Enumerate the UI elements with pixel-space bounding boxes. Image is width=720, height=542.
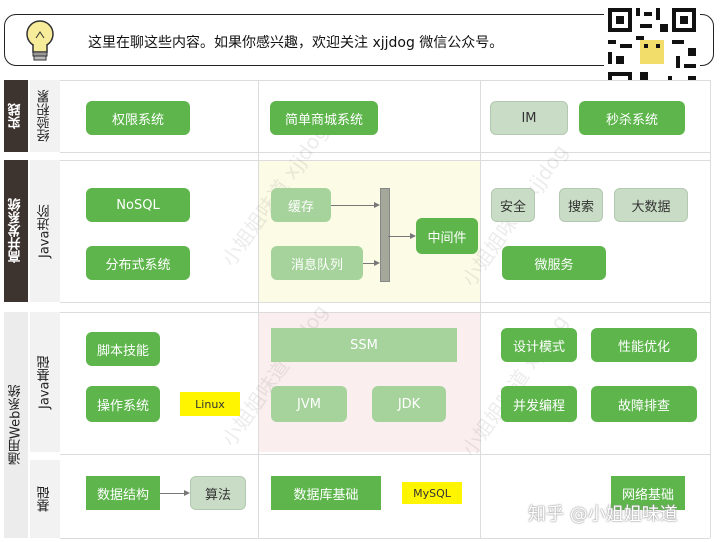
grid-line <box>60 80 710 81</box>
aggregation-bar <box>380 188 390 282</box>
node-big-data[interactable]: 大数据 <box>614 188 688 222</box>
arrow-head <box>184 490 190 496</box>
lightbulb-icon <box>26 20 54 61</box>
arrow-head <box>374 260 380 266</box>
node-database-basics[interactable]: 数据库基础 <box>271 476 381 510</box>
grid-line <box>60 160 710 161</box>
connector-line <box>331 205 374 206</box>
grid-line <box>60 538 710 539</box>
node-concurrent-programming[interactable]: 并发编程 <box>501 386 577 422</box>
grid-line <box>60 454 710 455</box>
node-search[interactable]: 搜索 <box>559 188 603 222</box>
arrow-head <box>410 233 416 239</box>
header-banner <box>4 14 714 66</box>
grid-column-line <box>480 80 481 538</box>
footer-credit: 知乎 @小姐姐味道 <box>528 504 678 525</box>
connector-line <box>363 263 374 264</box>
row-web-label: 通用Web系统 <box>4 312 28 538</box>
node-auth-system[interactable]: 权限系统 <box>86 101 190 135</box>
node-middleware[interactable]: 中间件 <box>416 218 478 254</box>
node-message-queue[interactable]: 消息队列 <box>271 246 363 280</box>
row-practice-label: 实践 <box>4 80 28 152</box>
connector-line <box>388 236 410 237</box>
node-simple-mall[interactable]: 简单商城系统 <box>270 101 378 135</box>
row-practice-sub: 经验积累 <box>30 80 60 152</box>
node-security[interactable]: 安全 <box>491 188 535 222</box>
node-jdk[interactable]: JDK <box>372 386 446 422</box>
node-mysql[interactable]: MySQL <box>402 482 462 504</box>
node-troubleshooting[interactable]: 故障排查 <box>591 386 697 422</box>
grid-line <box>60 302 710 303</box>
row-web-sub-basic: 基础 <box>30 460 60 538</box>
node-operating-system[interactable]: 操作系统 <box>86 386 160 422</box>
node-seckill[interactable]: 秒杀系统 <box>579 101 685 135</box>
grid-line <box>60 312 710 313</box>
node-algorithm[interactable]: 算法 <box>190 476 246 510</box>
node-ssm[interactable]: SSM <box>271 328 457 362</box>
node-im[interactable]: IM <box>490 101 568 135</box>
row-concurrency-sub: Java进阶 <box>30 160 60 302</box>
row-web-sub-java: Java基础 <box>30 312 60 452</box>
connector-line <box>160 493 184 494</box>
grid-column-line <box>710 80 711 538</box>
node-microservice[interactable]: 微服务 <box>502 246 606 280</box>
node-nosql[interactable]: NoSQL <box>86 188 190 222</box>
node-cache[interactable]: 缓存 <box>271 188 331 222</box>
node-jvm[interactable]: JVM <box>271 386 347 422</box>
node-distributed[interactable]: 分布式系统 <box>86 246 190 280</box>
node-data-structures[interactable]: 数据结构 <box>86 476 160 510</box>
row-concurrency-label: 高并发系统 <box>4 160 28 302</box>
node-design-patterns[interactable]: 设计模式 <box>501 328 577 362</box>
node-script-skills[interactable]: 脚本技能 <box>86 332 160 366</box>
banner-text: 这里在聊这些内容。如果你感兴趣，欢迎关注 xjjdog 微信公众号。 <box>88 35 504 51</box>
arrow-head <box>374 202 380 208</box>
node-linux[interactable]: Linux <box>180 392 240 416</box>
node-performance[interactable]: 性能优化 <box>591 328 697 362</box>
node-network-basics[interactable]: 网络基础 <box>611 476 685 510</box>
grid-column-line <box>258 80 259 538</box>
grid-line <box>60 152 710 153</box>
